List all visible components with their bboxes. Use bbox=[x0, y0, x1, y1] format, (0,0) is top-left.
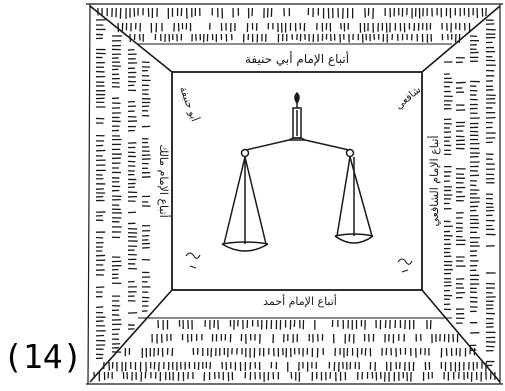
inscription-bottom: أتباع الإمام أحمد bbox=[263, 294, 337, 308]
bottom-hatch-band bbox=[94, 320, 495, 382]
inscription-top: أتباع الإمام أبي حنيفة bbox=[245, 51, 349, 66]
inscription-right: أتباع الإمام الشافعي bbox=[427, 135, 441, 226]
left-hatch-band bbox=[96, 20, 151, 359]
inscription-left: أتباع الإمام مالك bbox=[157, 144, 171, 218]
right-hatch-band bbox=[444, 20, 496, 366]
figure-number: (14) bbox=[3, 337, 82, 377]
top-hatch-band bbox=[98, 8, 486, 43]
